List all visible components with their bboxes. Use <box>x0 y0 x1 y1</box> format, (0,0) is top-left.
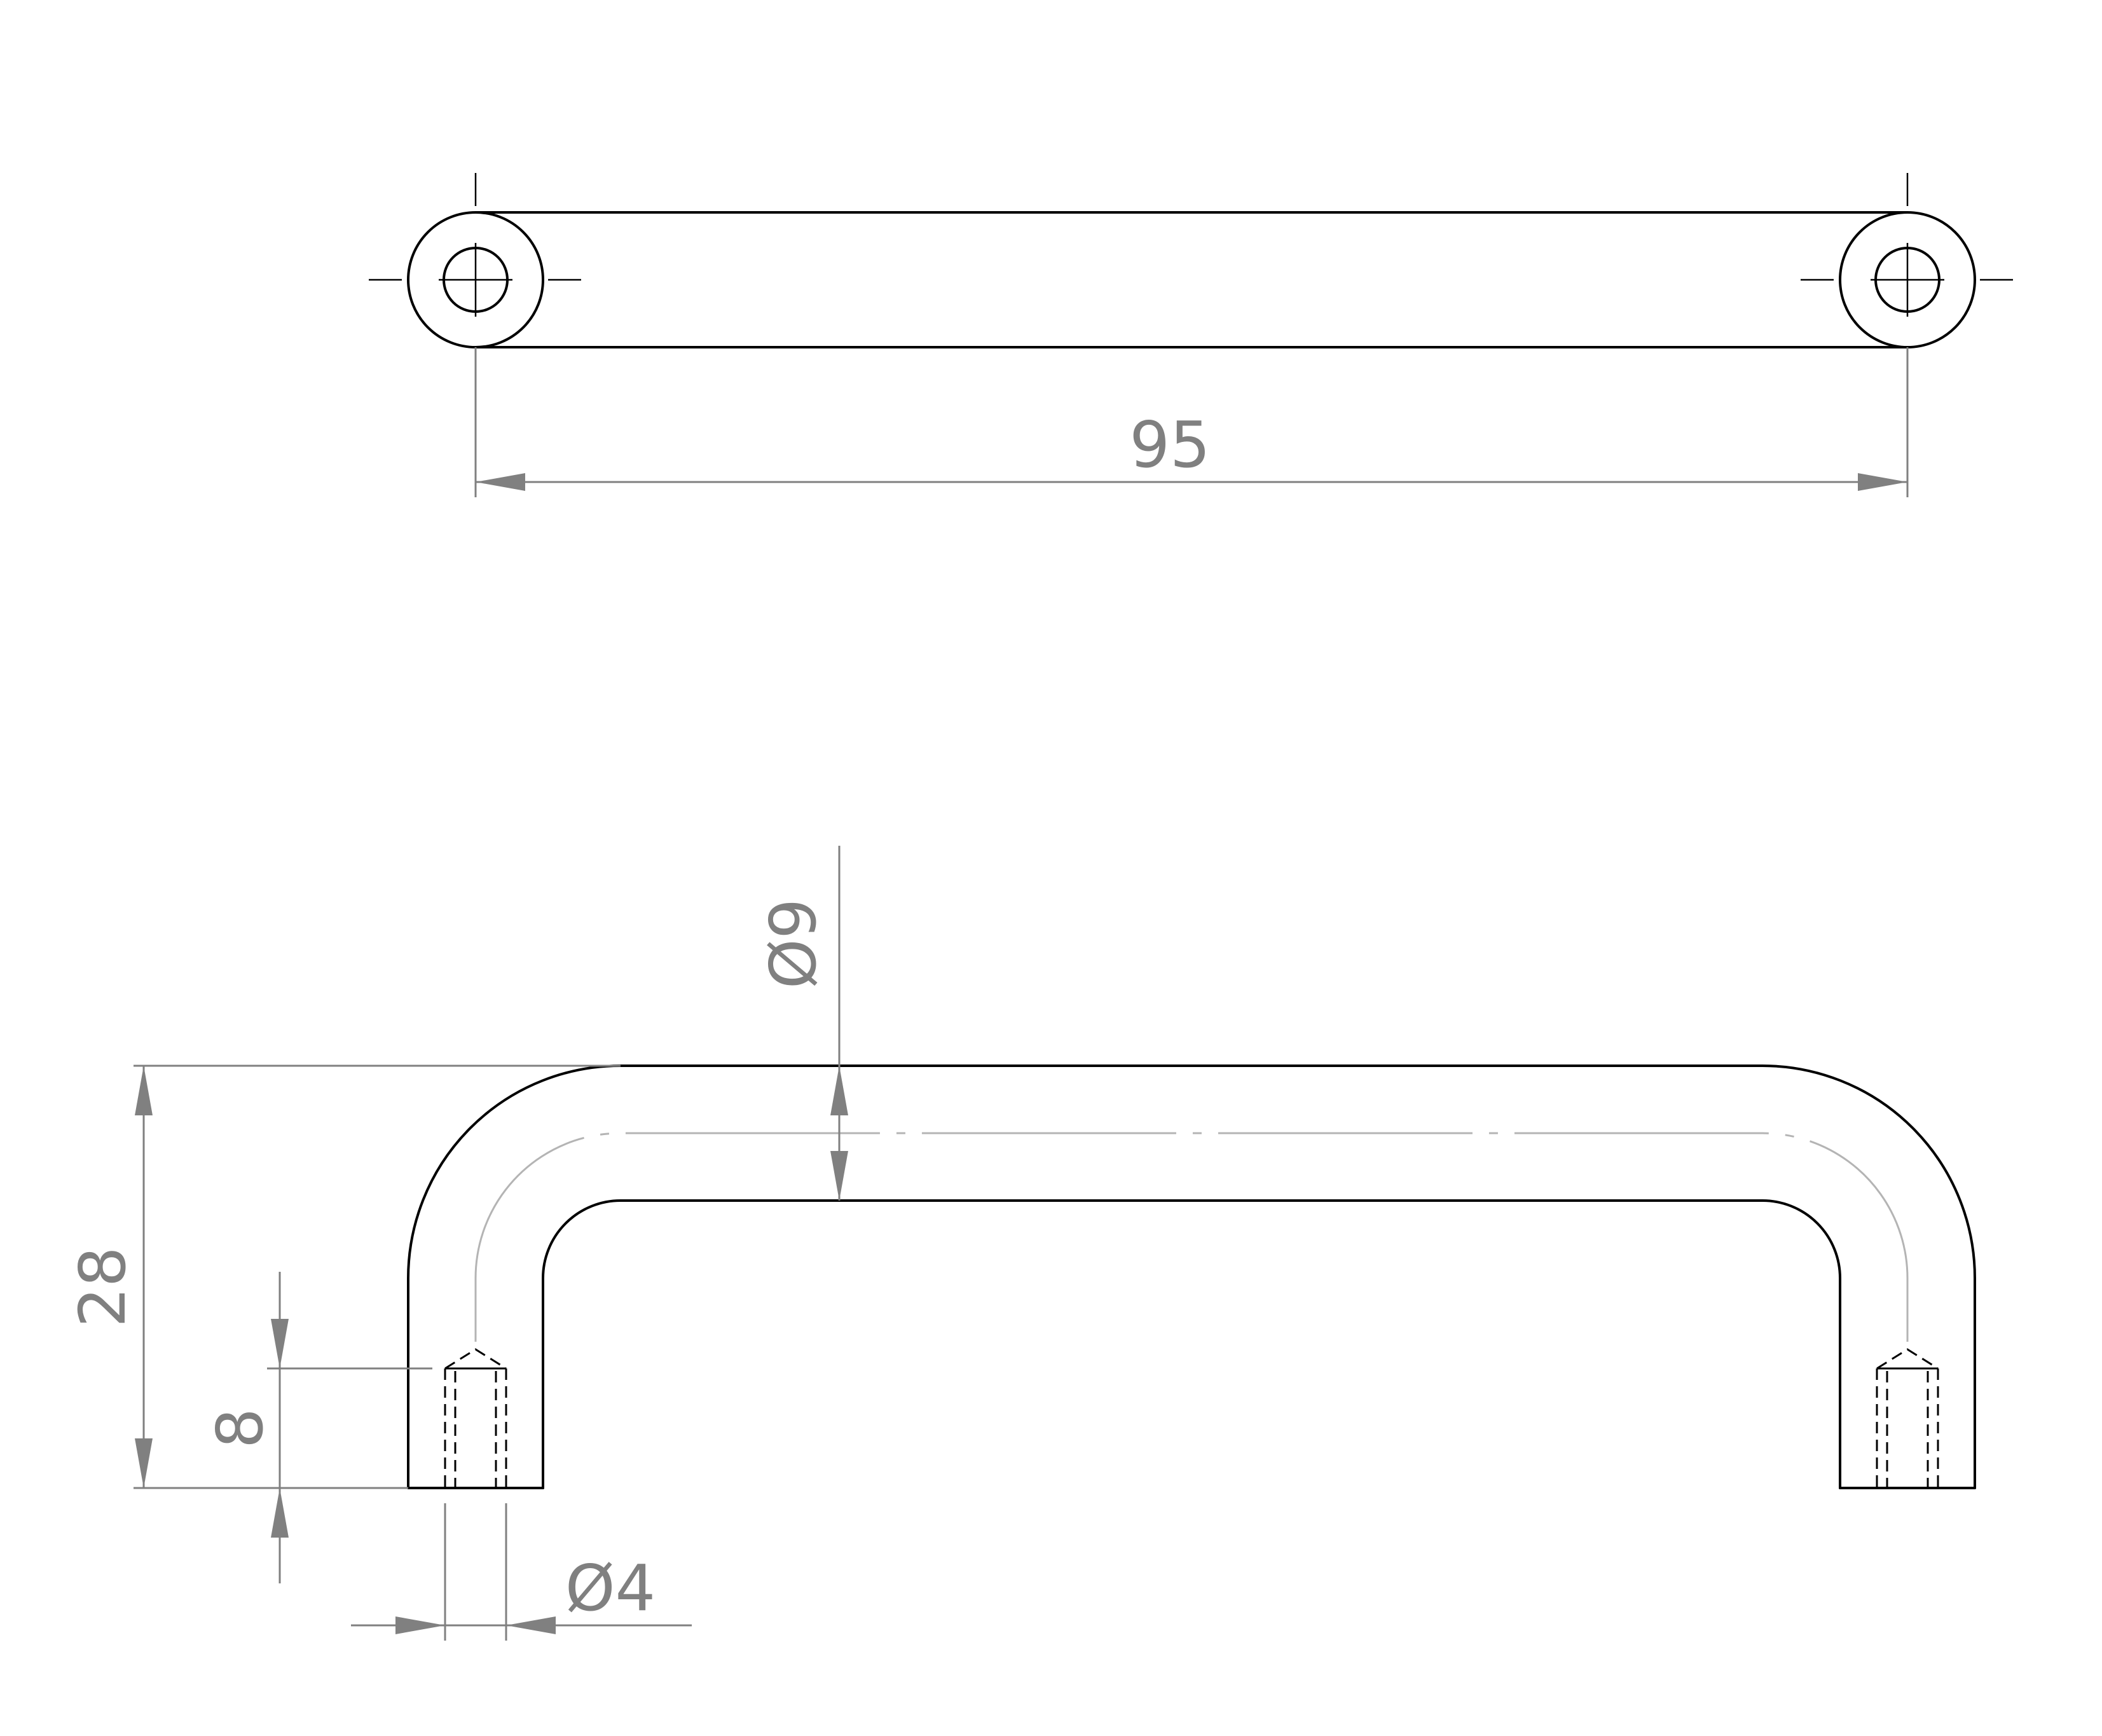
handle-outer-profile <box>407 1064 1976 1489</box>
front-view: Ø9 28 8 Ø4 <box>65 846 1976 1641</box>
top-view: 95 <box>369 173 2013 497</box>
right-threaded-hole <box>1876 1348 1939 1488</box>
handle-inner-profile <box>542 1199 1841 1489</box>
dimension-28: 28 <box>65 1064 621 1489</box>
dimension-95-text: 95 <box>1129 408 1210 482</box>
dimension-8: 8 <box>203 1272 432 1583</box>
dimension-diameter-9-text: Ø9 <box>756 899 830 989</box>
dimension-diameter-9: Ø9 <box>756 846 848 1201</box>
dimension-95: 95 <box>474 347 1909 497</box>
left-center-mark <box>369 173 581 317</box>
right-center-mark <box>1801 173 2013 317</box>
dimension-28-text: 28 <box>65 1246 140 1327</box>
dimension-diameter-4-text: Ø4 <box>565 1551 656 1625</box>
dimension-8-text: 8 <box>203 1408 277 1449</box>
dimension-diameter-4: Ø4 <box>351 1503 692 1641</box>
handle-center-line <box>474 1132 1909 1342</box>
left-threaded-hole <box>444 1348 507 1488</box>
